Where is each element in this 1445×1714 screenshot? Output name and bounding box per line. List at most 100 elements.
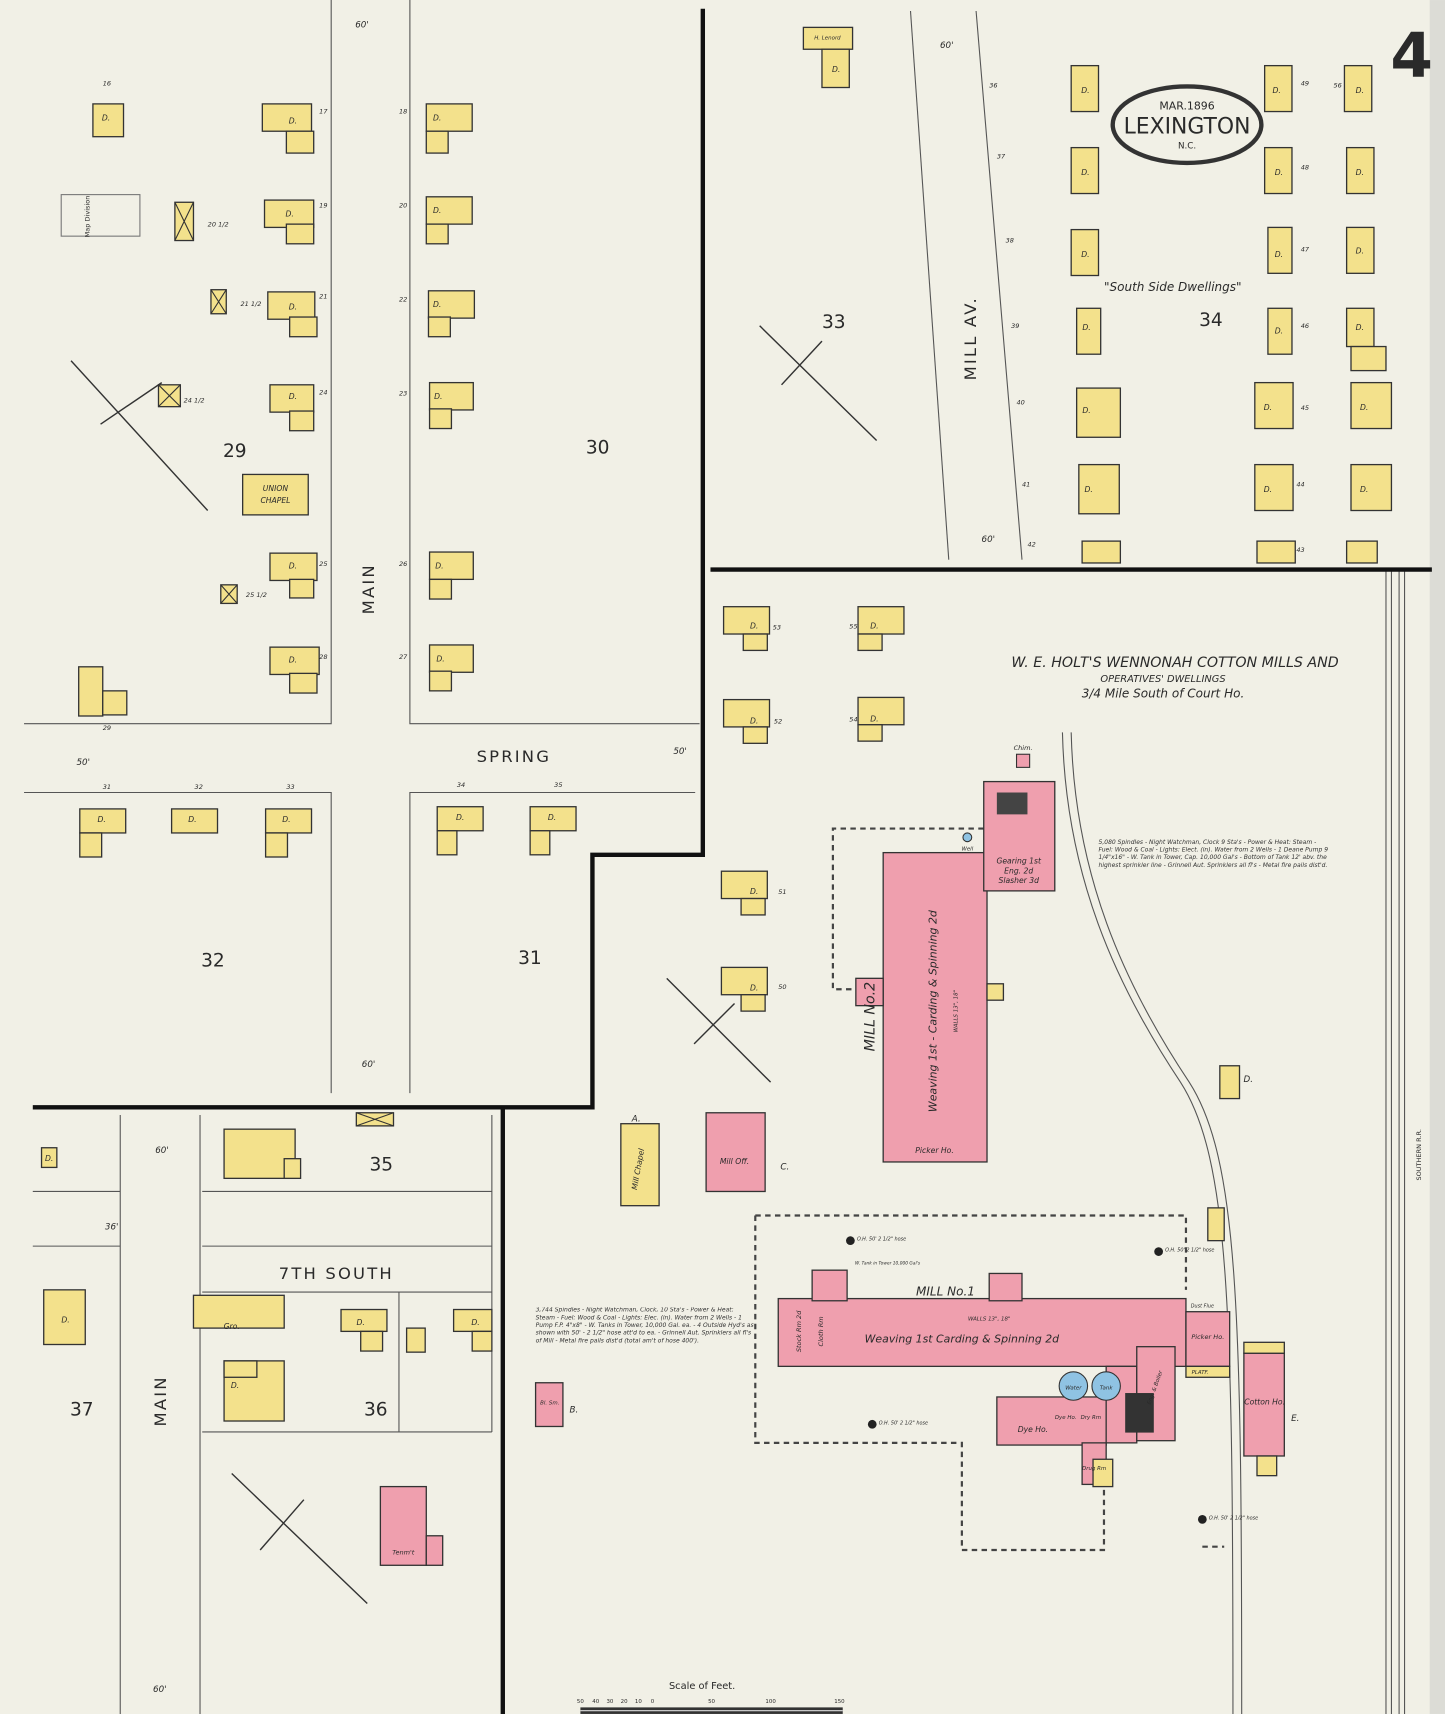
blacksmith (534, 1382, 564, 1428)
lot-number: 49 (1301, 79, 1309, 87)
dwelling (1256, 540, 1296, 564)
dwelling-label: D. (1081, 168, 1089, 177)
dwelling (428, 644, 474, 673)
mill-title-line2: OPERATIVES' DWELLINGS (1100, 674, 1225, 685)
room-label: Slasher 3d (998, 876, 1039, 885)
dwelling (425, 130, 449, 154)
dwelling (1345, 226, 1375, 274)
dwelling-label: D. (548, 813, 556, 822)
dwelling-label: D. (750, 983, 758, 992)
north-arrow-icon (70, 360, 209, 511)
lot-number: 31 (103, 783, 111, 791)
dwelling-label: D. (285, 209, 293, 218)
dwelling-label: D. (1356, 168, 1364, 177)
dwelling (471, 1330, 493, 1352)
dwelling (720, 966, 768, 996)
dwelling (289, 578, 315, 599)
lot-number: 50 (778, 983, 786, 991)
buildings-layer: D. D. D. D. D. D. D. D. D. D. D. D. D. D. D. D. D. D. D. D.… (40, 26, 1393, 1566)
lot-number: 40 (1017, 398, 1025, 406)
lot-number: 36 (989, 81, 997, 89)
dwelling (289, 316, 318, 338)
dwelling-label: D. (61, 1316, 69, 1325)
lot-number: 22 (399, 296, 407, 304)
lot-number: 16 (103, 79, 111, 87)
shed-cross (210, 289, 227, 315)
dwelling (742, 633, 768, 652)
dwelling (267, 291, 316, 320)
lot-number: 55 (849, 623, 857, 631)
dwelling-label: D. (435, 561, 443, 570)
dwelling-label: D. (870, 622, 878, 631)
dwelling (261, 103, 313, 132)
dwelling (620, 1123, 660, 1207)
dwelling (1078, 463, 1120, 515)
dust-flue-label: Dust Flue (1191, 1303, 1214, 1309)
dye-house-east-label: Dye Ho. (1055, 1415, 1077, 1421)
mill-no1-use: Weaving 1st Carding & Spinning 2d (865, 1332, 1060, 1345)
dwelling-label: D. (1360, 485, 1368, 494)
dwelling-label: D. (456, 813, 464, 822)
tank-note: W. Tank in Tower 10,000 Gal's (855, 1261, 921, 1267)
width-label: 60' (355, 20, 369, 30)
dwelling-label: D. (433, 206, 441, 215)
dwelling-label: D. (750, 887, 758, 896)
room-label: Cloth Rm (817, 1316, 825, 1346)
dwelling (1345, 146, 1375, 195)
room-label: Chim. (1014, 744, 1033, 752)
scale-tick-label: 100 (765, 1699, 776, 1705)
lot-number: 26 (399, 560, 407, 568)
street-7th-south: 7TH SOUTH (279, 1264, 394, 1283)
dwelling (1345, 540, 1378, 564)
dwelling (821, 48, 850, 89)
dwelling (857, 606, 905, 635)
dwelling (1350, 463, 1393, 512)
lot-number: 53 (773, 624, 781, 632)
scale-title: Scale of Feet. (669, 1681, 735, 1692)
dwelling (285, 223, 315, 245)
dwelling-label: D. (750, 622, 758, 631)
block-number: 31 (518, 948, 542, 969)
room-label: Picker Ho. (1191, 1333, 1224, 1341)
street-lines (24, 0, 1023, 1714)
dwelling (264, 832, 289, 858)
dwelling-label: D. (1275, 250, 1283, 259)
dwelling-label: D. (471, 1318, 479, 1327)
lot-number: 45 (1301, 404, 1309, 412)
dwelling (857, 696, 905, 726)
dwelling (283, 1158, 302, 1180)
lot-number: 52 (774, 718, 782, 726)
lot-number: 44 (1296, 480, 1304, 488)
dwelling-label: D. (45, 1154, 53, 1163)
lot-number: 47 (1301, 245, 1310, 253)
dwelling (1219, 1065, 1241, 1100)
dwelling-label: D. (832, 65, 840, 74)
dwelling (289, 410, 315, 432)
dwelling (92, 103, 125, 138)
street-spring: SPRING (477, 747, 552, 766)
dwelling (857, 724, 883, 742)
cotton-house-label: Cotton Ho. (1244, 1398, 1285, 1407)
dwelling (425, 223, 449, 245)
dwelling (1070, 228, 1100, 277)
letter-label: A. (631, 1115, 641, 1125)
dwelling (269, 552, 318, 582)
mill-no1-notes: 3,744 Spindles - Night Watchman, Clock, … (535, 1307, 754, 1345)
north-arrow-icon (759, 325, 878, 442)
dwelling (360, 1330, 384, 1352)
shed-cross (356, 1112, 394, 1127)
dwelling-label: D. (188, 815, 196, 824)
sheet-number: 4 (1390, 21, 1433, 92)
dwelling-label: D. (1275, 326, 1283, 335)
tank-label: Tank (1100, 1385, 1114, 1391)
shed-cross (158, 384, 181, 408)
dwelling-label: D. (434, 392, 442, 401)
lot-number: 32 (195, 783, 203, 791)
dwelling (1070, 146, 1100, 195)
platform-label: PLATF. (1192, 1370, 1209, 1376)
tenement-annex (425, 1535, 444, 1566)
mill-no1-notes-text: 3,744 Spindles - Night Watchman, Clock, … (535, 1307, 754, 1345)
letter-label: B. (569, 1405, 578, 1415)
lot-number: 21 (319, 292, 327, 300)
